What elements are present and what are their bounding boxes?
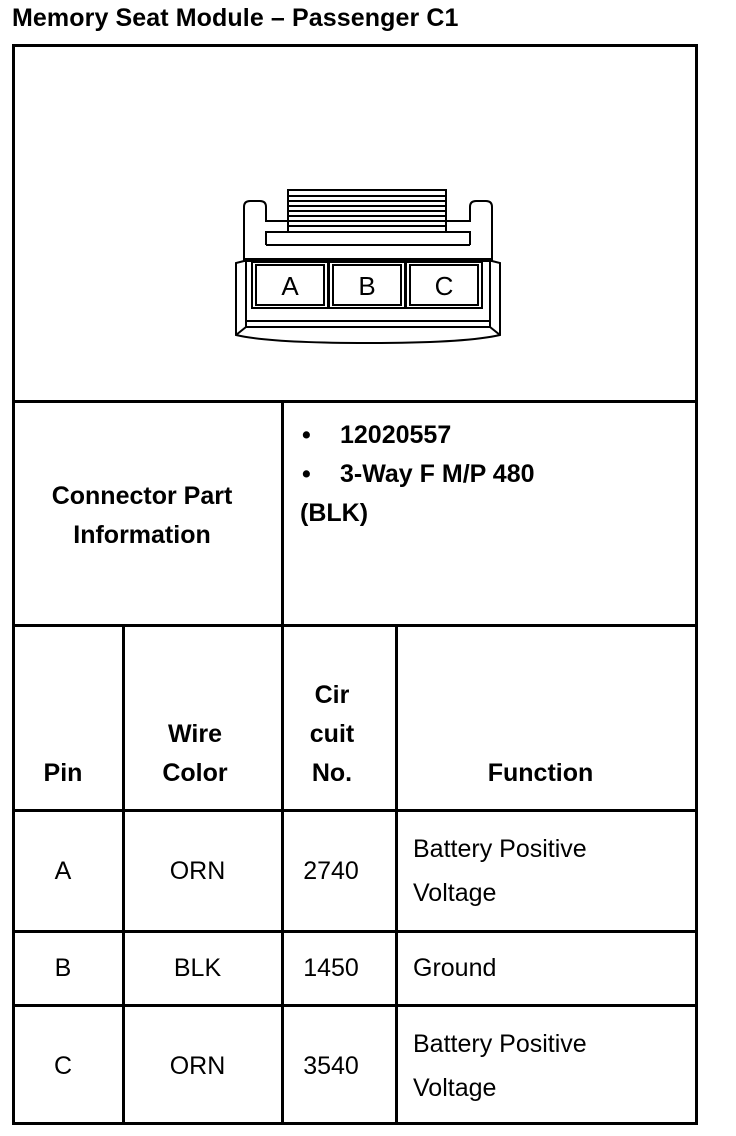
part-description: 3-Way F M/P 480	[340, 460, 535, 488]
row-a-function: Battery Positive Voltage	[413, 835, 587, 907]
divider-partinfo-column	[281, 400, 284, 627]
part-info-list: • 12020557 • 3-Way F M/P 480 (BLK)	[300, 416, 690, 533]
divider-row-b-bottom	[12, 1004, 698, 1007]
cavity-b	[332, 264, 402, 306]
connector-body	[235, 260, 501, 345]
divider-circuit-column	[395, 624, 398, 1125]
divider-wire-column	[281, 624, 284, 1125]
connector-table-frame	[12, 44, 698, 1125]
cavity-c	[409, 264, 479, 306]
divider-header-bottom	[12, 809, 698, 812]
header-circuit-number: Cir cuit No.	[309, 681, 355, 787]
cavity-housing	[245, 258, 491, 328]
header-pin: Pin	[43, 759, 83, 787]
part-info-item: • 3-Way F M/P 480	[300, 455, 690, 494]
row-c-function: Battery Positive Voltage	[413, 1030, 587, 1102]
connector-face-diagram: A B C	[235, 189, 501, 345]
header-wire-color: Wire Color	[162, 720, 228, 787]
cavity-label-c: C	[435, 271, 454, 301]
bullet-icon: •	[302, 460, 311, 488]
divider-row-a-bottom	[12, 930, 698, 933]
right-clip	[446, 200, 493, 261]
row-b-wire-color: BLK	[173, 954, 222, 982]
row-b-circuit: 1450	[303, 954, 359, 982]
divider-pin-column	[122, 624, 125, 1125]
part-info-label: Connector Part Information	[51, 481, 233, 549]
row-c-wire-color: ORN	[169, 1051, 226, 1080]
row-b-pin: B	[54, 954, 72, 982]
cavity-label-b: B	[358, 271, 375, 301]
row-a-circuit: 2740	[303, 856, 359, 885]
part-number: 12020557	[340, 421, 452, 449]
header-function: Function	[487, 759, 594, 787]
row-c-pin: C	[53, 1051, 73, 1080]
row-a-pin: A	[54, 856, 72, 885]
page-title: Memory Seat Module – Passenger C1	[12, 4, 459, 32]
row-c-circuit: 3540	[303, 1051, 359, 1080]
row-a-wire-color: ORN	[169, 856, 226, 885]
divider-diagram-bottom	[12, 400, 698, 403]
row-b-function: Ground	[413, 954, 497, 982]
divider-partinfo-bottom	[12, 624, 698, 627]
cavity-label-a: A	[281, 271, 299, 301]
cavity-a	[255, 264, 325, 306]
left-clip	[243, 200, 288, 261]
bullet-icon: •	[302, 421, 311, 449]
part-info-item: • 12020557	[300, 416, 690, 455]
part-description-continuation: (BLK)	[300, 499, 369, 527]
